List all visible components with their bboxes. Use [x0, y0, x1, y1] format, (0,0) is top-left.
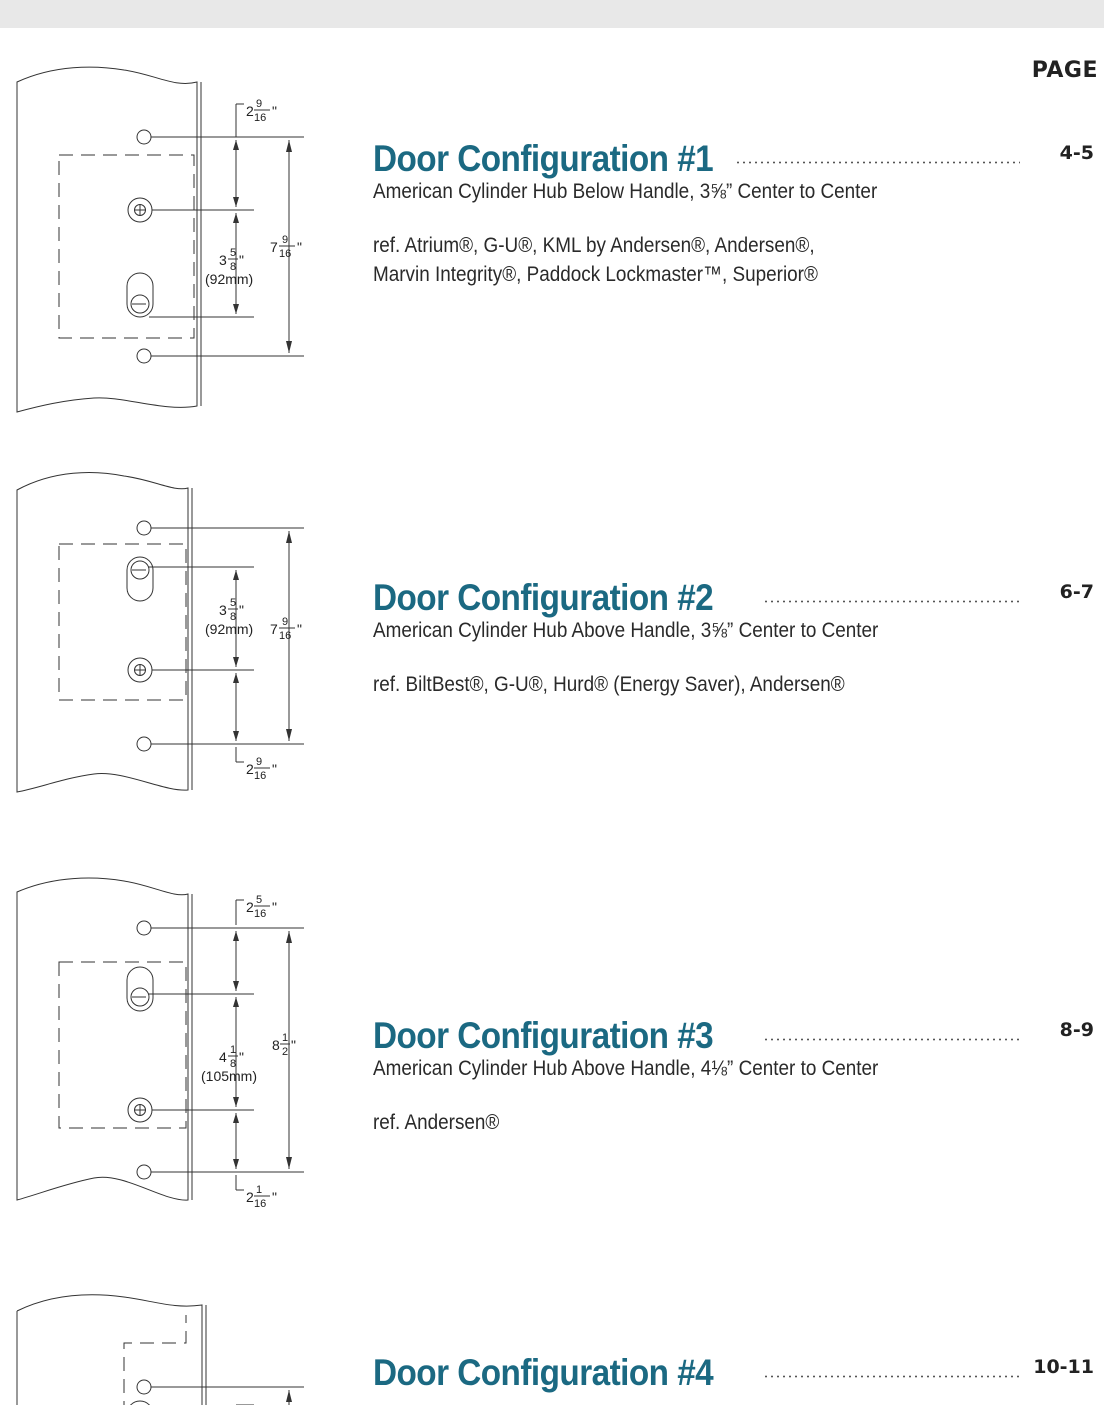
dim-bottom-den: 16	[254, 1198, 266, 1210]
config-page-number[interactable]: 10-11	[1033, 1356, 1094, 1378]
config-page-number[interactable]: 6-7	[1059, 581, 1094, 603]
svg-text:": "	[297, 239, 302, 255]
dot-leader	[763, 600, 1020, 603]
dim-top-den: 16	[254, 112, 266, 124]
dim-top-whole: 2	[246, 899, 254, 915]
dim-total-num: 9	[282, 234, 288, 246]
dim-mid-den: 8	[230, 261, 236, 273]
dim-mid-den: 8	[230, 611, 236, 623]
config-entry-2[interactable]: Door Configuration #2 6-7 American Cylin…	[373, 577, 1104, 699]
door-diagram-1: 2 9 16 " 3 5 8 " (92mm) 7 9 16 "	[14, 60, 314, 420]
dot-leader	[763, 1038, 1020, 1041]
config-reference: ref. Atrium®, G-U®, KML by Andersen®, An…	[373, 234, 818, 286]
dim-bottom-num: 9	[256, 756, 262, 768]
dim-total-whole: 7	[270, 239, 278, 255]
svg-text:": "	[239, 602, 244, 618]
config-title[interactable]: Door Configuration #4	[373, 1352, 714, 1393]
config-subtitle: American Cylinder Hub Above Handle, 4⅛” …	[373, 1057, 879, 1080]
config-reference: ref. BiltBest®, G-U®, Hurd® (Energy Save…	[373, 673, 845, 696]
config-title[interactable]: Door Configuration #1	[373, 138, 714, 179]
dim-total-whole: 8	[272, 1037, 280, 1053]
dim-mid-num: 1	[230, 1044, 236, 1056]
config-subtitle: American Cylinder Hub Below Handle, 3⅝” …	[373, 180, 878, 203]
dim-top-whole: 2	[246, 103, 254, 119]
dot-leader	[763, 1375, 1020, 1378]
dim-mid-whole: 3	[219, 602, 227, 618]
dim-top-den: 16	[254, 908, 266, 920]
dim-total-num: 9	[282, 616, 288, 628]
page-column-header: PAGE	[1031, 58, 1098, 83]
door-diagram-3: 2 5 16 " 4 1 8 " (105mm) 8 1 2 " 2 1 16 …	[14, 872, 314, 1232]
svg-text:": "	[239, 252, 244, 268]
dim-total-den: 16	[279, 630, 291, 642]
dim-mid-whole: 4	[219, 1049, 227, 1065]
config-page-number[interactable]: 4-5	[1059, 142, 1094, 164]
dim-bottom-den: 16	[254, 770, 266, 782]
dim-mid-mm: (105mm)	[201, 1068, 257, 1084]
dim-mid-num: 5	[230, 247, 236, 259]
dim-mid-whole: 3	[219, 252, 227, 268]
dim-bottom-whole: 2	[246, 1189, 254, 1205]
dim-mid-mm: (92mm)	[205, 621, 253, 637]
dim-mid-den: 8	[230, 1058, 236, 1070]
dim-total-num: 1	[282, 1032, 288, 1044]
svg-text:": "	[297, 621, 302, 637]
door-diagram-4	[14, 1285, 314, 1405]
dim-top-num: 5	[256, 894, 262, 906]
dim-mid-mm: (92mm)	[205, 271, 253, 287]
dim-total-den: 16	[279, 248, 291, 260]
config-title[interactable]: Door Configuration #2	[373, 577, 714, 618]
svg-text:": "	[272, 103, 277, 119]
dim-bottom-num: 1	[256, 1184, 262, 1196]
config-page-number[interactable]: 8-9	[1059, 1019, 1094, 1041]
dim-mid-num: 5	[230, 597, 236, 609]
svg-text:": "	[272, 899, 277, 915]
svg-text:": "	[272, 1189, 277, 1205]
config-entry-4[interactable]: Door Configuration #4 10-11	[373, 1352, 1104, 1396]
dim-total-den: 2	[282, 1046, 288, 1058]
config-title[interactable]: Door Configuration #3	[373, 1015, 714, 1056]
config-subtitle: American Cylinder Hub Above Handle, 3⅝” …	[373, 619, 879, 642]
dot-leader	[735, 161, 1020, 164]
svg-text:": "	[239, 1049, 244, 1065]
dim-total-whole: 7	[270, 621, 278, 637]
top-banner	[0, 0, 1104, 28]
dim-bottom-whole: 2	[246, 761, 254, 777]
config-entry-3[interactable]: Door Configuration #3 8-9 American Cylin…	[373, 1015, 1104, 1137]
door-diagram-2: 3 5 8 " (92mm) 7 9 16 " 2 9 16 "	[14, 462, 314, 802]
svg-text:": "	[291, 1037, 296, 1053]
svg-text:": "	[272, 761, 277, 777]
config-entry-1[interactable]: Door Configuration #1 4-5 American Cylin…	[373, 138, 1104, 289]
config-reference: ref. Andersen®	[373, 1111, 500, 1134]
dim-top-num: 9	[256, 98, 262, 110]
